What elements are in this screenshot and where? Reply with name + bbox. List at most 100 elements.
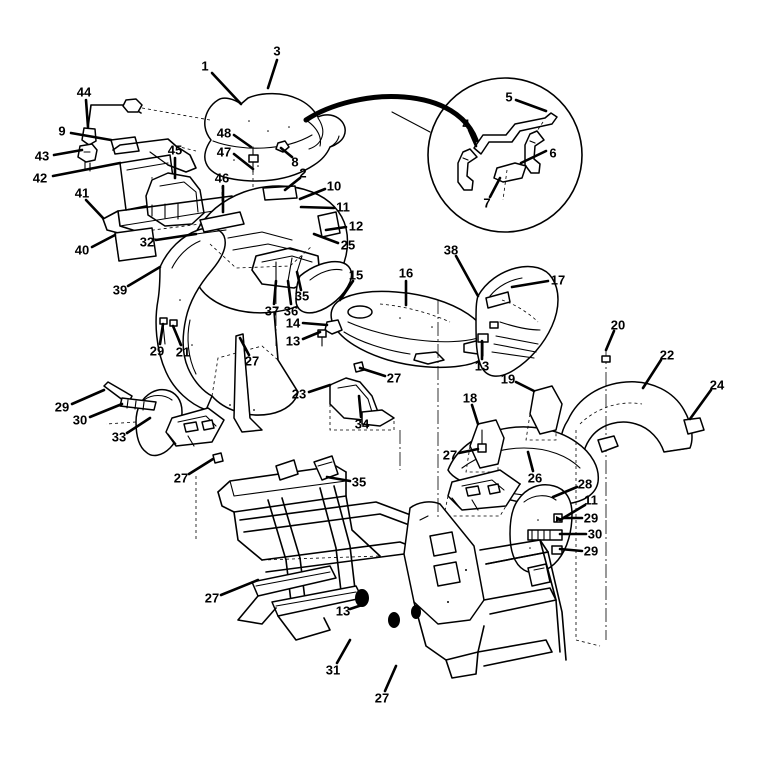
- leader-line: [52, 148, 84, 157]
- callout-number-28: 28: [577, 476, 593, 492]
- leader-line: [126, 265, 162, 288]
- callout-number-34: 34: [354, 416, 370, 432]
- callout-number-29: 29: [149, 343, 165, 359]
- callout-number-32: 32: [139, 234, 155, 250]
- leader-line: [232, 152, 255, 171]
- callout-number-41: 41: [74, 185, 90, 201]
- leader-line: [187, 457, 215, 476]
- leader-line: [210, 71, 243, 106]
- leader-line: [551, 485, 579, 499]
- right-side-panel: [443, 469, 573, 574]
- callout-number-45: 45: [167, 142, 183, 158]
- callout-number-29: 29: [583, 543, 599, 559]
- leader-line: [510, 279, 550, 289]
- leader-line: [338, 279, 355, 302]
- callout-number-14: 14: [285, 315, 301, 331]
- leader-line: [641, 358, 663, 390]
- leader-line: [488, 176, 502, 199]
- leader-line: [84, 98, 90, 129]
- callout-number-27: 27: [204, 590, 220, 606]
- leader-line: [514, 98, 548, 113]
- callout-number-12: 12: [348, 218, 364, 234]
- callout-leader-lines: [51, 58, 713, 693]
- leader-line: [383, 664, 398, 693]
- grab-bar-sweep: [303, 93, 479, 147]
- callout-number-1: 1: [201, 58, 209, 74]
- leader-line: [325, 475, 352, 483]
- callout-number-29: 29: [583, 510, 599, 526]
- leader-line: [88, 402, 124, 419]
- leader-line: [335, 638, 352, 665]
- callout-number-13: 13: [285, 333, 301, 349]
- leader-line: [90, 233, 117, 249]
- callout-number-36: 36: [283, 303, 299, 319]
- leader-line: [158, 322, 165, 346]
- callout-number-30: 30: [587, 526, 603, 542]
- upper-left-brackets: [77, 98, 233, 262]
- leader-line: [279, 146, 294, 159]
- leader-line: [286, 279, 293, 306]
- callout-number-8: 8: [291, 154, 299, 170]
- leader-line: [558, 547, 584, 553]
- callout-number-39: 39: [112, 282, 128, 298]
- callout-number-37: 37: [264, 303, 280, 319]
- leader-line: [307, 383, 332, 394]
- leader-line: [301, 330, 322, 341]
- leader-line: [324, 225, 348, 232]
- callout-number-38: 38: [443, 242, 459, 258]
- callout-number-18: 18: [462, 390, 478, 406]
- callout-number-31: 31: [325, 662, 341, 678]
- leader-line: [301, 321, 329, 327]
- leader-line: [70, 388, 106, 406]
- callout-number-33: 33: [111, 429, 127, 445]
- leader-line: [171, 324, 183, 347]
- leader-line: [358, 366, 387, 378]
- callout-number-4: 4: [462, 116, 470, 132]
- leader-line: [604, 329, 616, 352]
- rear-center-panel: [475, 265, 559, 377]
- callout-number-46: 46: [214, 170, 230, 186]
- leader-line: [312, 232, 340, 245]
- callout-number-27: 27: [442, 447, 458, 463]
- leader-line: [348, 602, 367, 611]
- callout-number-13: 13: [474, 358, 490, 374]
- callout-number-13: 13: [335, 603, 351, 619]
- callout-number-25: 25: [340, 237, 356, 253]
- leader-line: [299, 205, 336, 210]
- callout-number-43: 43: [34, 148, 50, 164]
- leader-line: [272, 279, 278, 306]
- leader-line: [454, 254, 480, 298]
- leader-line: [238, 336, 251, 357]
- leader-line: [51, 161, 122, 178]
- leader-line: [298, 187, 327, 201]
- leader-line: [457, 447, 480, 455]
- callout-number-24: 24: [709, 377, 725, 393]
- leader-line: [69, 131, 113, 142]
- frame-assembly: [195, 300, 567, 679]
- callout-number-23: 23: [291, 386, 307, 402]
- callout-number-35: 35: [294, 288, 310, 304]
- callout-number-7: 7: [483, 195, 491, 211]
- tank-cover-assembly: [317, 290, 492, 431]
- leader-line: [688, 388, 713, 421]
- callout-number-19: 19: [500, 371, 516, 387]
- leader-line: [467, 128, 478, 148]
- detail-inset: [391, 77, 583, 233]
- callout-number-48: 48: [216, 125, 232, 141]
- callout-number-26: 26: [527, 470, 543, 486]
- callout-number-15: 15: [348, 267, 364, 283]
- callout-number-27: 27: [244, 353, 260, 369]
- callout-number-3: 3: [273, 43, 281, 59]
- callout-number-42: 42: [32, 170, 48, 186]
- leader-line: [283, 176, 302, 192]
- callout-number-16: 16: [398, 265, 414, 281]
- callout-number-5: 5: [505, 89, 513, 105]
- callout-number-9: 9: [58, 123, 66, 139]
- leader-line: [357, 394, 363, 419]
- leader-line: [84, 198, 105, 220]
- leader-line: [514, 380, 536, 393]
- callout-number-27: 27: [386, 370, 402, 386]
- leader-line: [266, 58, 279, 90]
- callout-number-27: 27: [173, 470, 189, 486]
- callout-number-6: 6: [549, 145, 557, 161]
